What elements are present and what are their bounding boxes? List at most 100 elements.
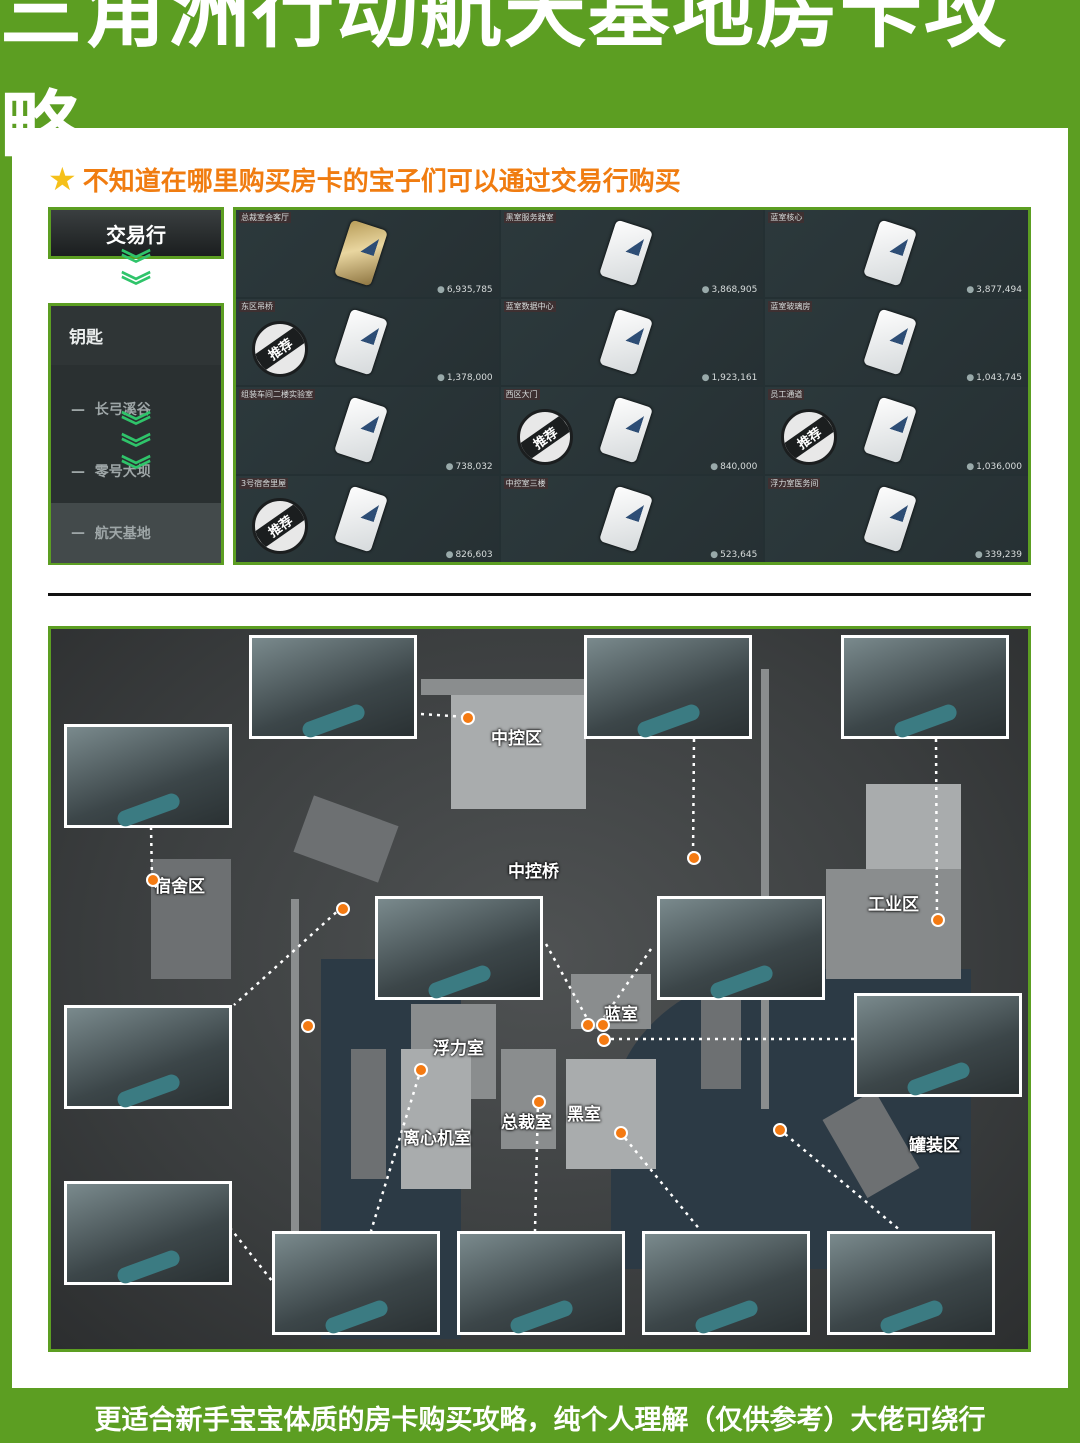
keycard-location-marker[interactable]: [461, 711, 475, 725]
keycard-location-marker[interactable]: [301, 1019, 315, 1033]
keycard-location-marker[interactable]: [931, 913, 945, 927]
keycard-location-marker[interactable]: [596, 1018, 610, 1032]
keycard-location-marker[interactable]: [414, 1063, 428, 1077]
trade-market-tab[interactable]: 交易行: [48, 207, 224, 259]
keycard-location-marker[interactable]: [532, 1095, 546, 1109]
page-title: 三角洲行动航天基地房卡攻略: [0, 0, 1009, 178]
section-divider: [48, 593, 1031, 596]
screenshot-buoyancy-medical: [272, 1231, 440, 1335]
screenshot-blue-room-data-center: [657, 896, 825, 1000]
keycard-location-marker[interactable]: [614, 1126, 628, 1140]
screenshot-black-room-server: [642, 1231, 810, 1335]
keycard-listing[interactable]: 中控室三楼523,645: [500, 475, 764, 562]
keycard-icon: [863, 219, 918, 287]
keycard-location-marker[interactable]: [336, 902, 350, 916]
recommended-label: 推荐: [784, 414, 835, 460]
menu-item-label: 航天基地: [94, 526, 151, 542]
keycard-icon: [333, 396, 389, 464]
building-control-center: [451, 689, 586, 809]
building-ceo: [501, 1049, 556, 1149]
screenshot-industrial-hallway: [841, 635, 1009, 739]
keycard-price: 523,645: [710, 550, 757, 560]
screenshot-west-gate: [64, 1181, 232, 1285]
keycard-price: 1,043,745: [966, 373, 1022, 383]
keycard-name: 蓝室玻璃房: [768, 300, 813, 312]
screenshot-employee-passage: [584, 635, 752, 739]
keycard-icon: [863, 485, 918, 552]
screenshot-blue-room-core: [854, 993, 1022, 1097]
base-map: 中控区 中控桥 宿舍区 工业区 蓝室 浮力室 离心机室 总裁室 黑室 罐装区: [48, 626, 1031, 1352]
keycard-location-marker[interactable]: [597, 1033, 611, 1047]
chevron-down-icon: ︾: [121, 270, 151, 305]
keycard-icon: [333, 308, 389, 375]
zone-label: 总裁室: [501, 1113, 552, 1133]
keycard-price: 1,923,161: [702, 373, 758, 383]
zone-label: 浮力室: [433, 1039, 484, 1059]
menu-item-map-selected[interactable]: — 航天基地: [51, 503, 221, 563]
keycard-name: 蓝室核心: [768, 212, 805, 223]
road: [291, 899, 299, 1319]
keycard-icon: [333, 219, 389, 287]
keycard-listing[interactable]: 浮力室医务间339,239: [765, 475, 1028, 562]
zone-label: 罐装区: [909, 1136, 960, 1156]
keycard-icon: [598, 219, 653, 287]
screenshot-canning-lab: [827, 1231, 995, 1335]
keycard-location-marker[interactable]: [581, 1018, 595, 1032]
screenshot-east-bridge: [64, 1005, 232, 1109]
building-industrial: [866, 784, 961, 869]
keycard-listing[interactable]: 组装车间二楼实验室738,032: [236, 387, 499, 474]
keycard-listing[interactable]: 蓝室数据中心 1,923,161: [500, 298, 764, 385]
subtitle-text: 不知道在哪里购买房卡的宝子们可以通过交易行购买: [82, 166, 681, 197]
keycard-name: 西区大门: [503, 389, 540, 400]
building-centrifuge: [401, 1049, 471, 1189]
road: [761, 669, 769, 1109]
keycard-name: 员工通道: [768, 389, 805, 400]
keycard-location-marker[interactable]: [773, 1123, 787, 1137]
screenshot-dorm-room: [64, 724, 232, 828]
building-black-room: [566, 1059, 656, 1169]
footer-note: 更适合新手宝宝体质的房卡购买攻略，纯个人理解（仅供参考）大佬可绕行: [94, 1405, 986, 1436]
keycard-icon: [333, 485, 389, 552]
screenshot-ceo-lounge: [457, 1231, 625, 1335]
recommended-label: 推荐: [519, 414, 570, 460]
keycard-name: 3号宿舍里屋: [239, 477, 289, 489]
map-menu-list: — 长弓溪谷 — 零号大坝 — 航天基地: [48, 365, 224, 565]
keycard-listing[interactable]: 黑室服务器室3,868,905: [500, 210, 764, 297]
menu-item-label: 零号大坝: [94, 464, 151, 480]
zone-label: 黑室: [567, 1105, 601, 1125]
keycard-price: 1,036,000: [966, 462, 1022, 472]
keycard-price: 840,000: [710, 462, 757, 472]
keycard-price: 6,935,785: [437, 285, 493, 295]
keycard-location-marker[interactable]: [146, 873, 160, 887]
recommended-badge: 推荐: [252, 497, 308, 554]
screenshot-control-center-corridor: [249, 635, 417, 739]
keycard-name: 蓝室数据中心: [503, 300, 556, 312]
menu-item-map-2[interactable]: — 零号大坝: [71, 464, 151, 480]
menu-item-map-1[interactable]: — 长弓溪谷: [71, 402, 151, 418]
building-wall: [421, 679, 621, 695]
zone-label: 工业区: [868, 895, 919, 915]
recommended-label: 推荐: [255, 503, 305, 548]
recommended-label: 推荐: [255, 326, 305, 371]
keycard-location-marker[interactable]: [687, 851, 701, 865]
recommended-badge: 推荐: [781, 409, 838, 465]
keycard-price: 826,603: [446, 550, 492, 560]
keycard-name: 东区吊桥: [239, 300, 275, 312]
keycard-listing[interactable]: 总裁室会客厅 6,935,785: [236, 210, 499, 297]
keycard-price: 1,378,000: [437, 373, 493, 383]
keycard-listing[interactable]: 蓝室核心3,877,494: [765, 210, 1028, 297]
zone-label: 宿舍区: [154, 877, 205, 897]
keycard-name: 总裁室会客厅: [239, 212, 291, 223]
keycard-name: 黑室服务器室: [503, 212, 556, 223]
keycard-icon: [863, 308, 918, 375]
subtitle: ★ 不知道在哪里购买房卡的宝子们可以通过交易行购买: [48, 160, 681, 198]
menu-item-label: 长弓溪谷: [94, 402, 151, 418]
keycard-listing[interactable]: 蓝室玻璃房 1,043,745: [765, 298, 1028, 385]
star-icon: ★: [48, 160, 77, 198]
building-block: [701, 999, 741, 1089]
menu-category-keys[interactable]: 钥匙: [48, 303, 224, 365]
